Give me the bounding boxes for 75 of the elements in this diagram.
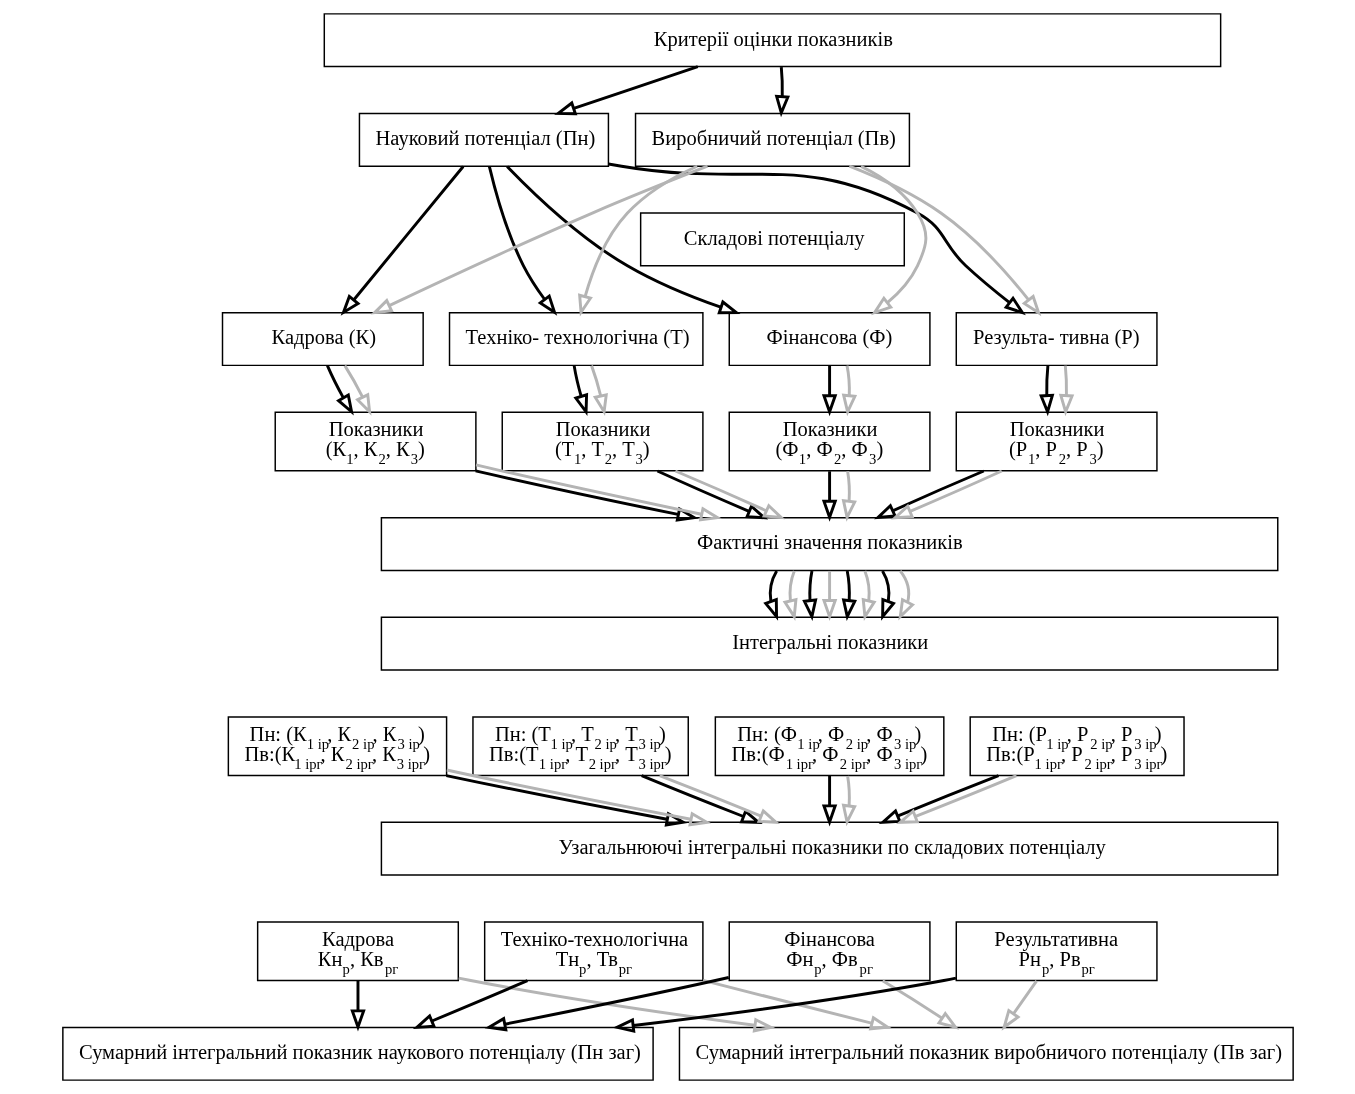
arrow xyxy=(821,365,837,417)
arrow xyxy=(821,570,837,622)
arrow xyxy=(762,570,778,621)
node-box: Фінансова (Ф) xyxy=(728,311,931,367)
arrow xyxy=(577,164,698,317)
node-box: Науковий потенціал (Пн) xyxy=(358,112,609,167)
node-box: Сумарний інтегральний показник виробничого потенціалу (Пв заг) xyxy=(678,1026,1294,1081)
arrow xyxy=(1058,365,1074,417)
arrow xyxy=(607,162,1026,316)
arrow xyxy=(349,980,366,1032)
arrow xyxy=(873,469,984,520)
node-box: Складові потенціалу xyxy=(639,212,905,267)
arrow xyxy=(487,166,557,316)
arrow xyxy=(821,775,837,827)
arrow xyxy=(859,165,927,316)
arrow xyxy=(841,775,857,827)
arrow xyxy=(841,471,857,522)
arrow xyxy=(890,469,1002,520)
arrow xyxy=(774,66,790,118)
arrow xyxy=(445,774,688,827)
arrow xyxy=(553,65,698,116)
arrow xyxy=(656,469,768,520)
node-box: Пн: (К$_{1 ір}$, К$_{2 ір}$, К$_{3 ір}$) Пв:(К$_{1 ірг}$, К$_{2 ірг}$, К$_{3 ірг}$) xyxy=(227,716,447,777)
node-box: Техніко-технологічна Тн$_{р}$, Тв$_{рг}$ xyxy=(483,921,704,982)
arrow xyxy=(841,570,857,622)
arrow xyxy=(702,979,892,1031)
arrow xyxy=(370,164,708,315)
node-box: Інтегральні показники xyxy=(380,616,1278,671)
arrow xyxy=(474,469,699,522)
node-box: Узагальнюючі інтегральні показники по складових потенціалу xyxy=(380,821,1278,876)
arrow xyxy=(880,570,896,621)
arrow xyxy=(1001,980,1038,1031)
node-box: Фінансова Фн$_{р}$, Фв$_{рг}$ xyxy=(728,921,931,982)
node-box: Кадрова (К) xyxy=(221,311,424,367)
node-box: Кадрова Кн$_{р}$, Кв$_{рг}$ xyxy=(256,921,459,982)
arrow xyxy=(1038,365,1054,417)
arrow xyxy=(821,471,837,522)
node-box: Пн: (Т$_{1 ір}$, Т$_{2 ір}$, Т$_{3 ір}$) Пв:(Т$_{1 ірг}$, Т$_{2 ірг}$, Т$_{3 ірг}$) xyxy=(471,716,689,777)
node-box: Результа- тивна (Р) xyxy=(955,311,1158,367)
arrow xyxy=(841,365,857,417)
arrow xyxy=(878,774,999,825)
node-box: Показники (Р$_{1}$, Р$_{2}$, Р$_{3}$) xyxy=(955,411,1158,472)
node-box: Фактичні значення показників xyxy=(380,517,1278,572)
arrow xyxy=(674,469,785,520)
node-box: Критерії оцінки показників xyxy=(323,13,1221,68)
arrow xyxy=(343,364,371,416)
arrow xyxy=(505,165,741,315)
arrow xyxy=(897,570,915,621)
arrow xyxy=(445,768,711,827)
arrow xyxy=(340,165,464,316)
arrow xyxy=(801,570,817,622)
arrow xyxy=(589,365,608,417)
arrow xyxy=(895,774,1017,824)
node-box: Показники (К$_{1}$, К$_{2}$, К$_{3}$) xyxy=(274,411,477,472)
node-box: Показники (Ф$_{1}$, Ф$_{2}$, Ф$_{3}$) xyxy=(728,411,931,472)
arrow xyxy=(881,979,959,1030)
arrow xyxy=(412,979,528,1030)
arrow xyxy=(782,570,798,621)
arrow xyxy=(457,976,775,1033)
arrow xyxy=(484,976,729,1032)
arrow xyxy=(861,570,877,621)
arrow xyxy=(572,365,588,416)
arrow xyxy=(325,365,354,416)
arrow xyxy=(658,774,780,825)
node-box: Техніко- технологічна (Т) xyxy=(448,311,704,367)
node-box: Пн: (Ф$_{1 ір}$, Ф$_{2 ір}$, Ф$_{3 ір}$) Пв:(Ф$_{1 ірг}$, Ф$_{2 ірг}$, Ф$_{3 ірг}$) xyxy=(714,716,945,777)
node-box: Результативна Рн$_{р}$, Рв$_{рг}$ xyxy=(955,921,1158,982)
arrow xyxy=(612,976,956,1033)
arrow xyxy=(848,164,1041,317)
node-box: Виробничий потенціал (Пв) xyxy=(634,112,910,167)
node-box: Пн: (Р$_{1 ір}$, Р$_{2 ір}$, Р$_{3 ір}$) Пв:(Р$_{1 ірг}$, Р$_{2 ірг}$, Р$_{3 ірг}$) xyxy=(968,716,1185,777)
arrow xyxy=(475,463,722,522)
node-box: Показники (Т$_{1}$, Т$_{2}$, Т$_{3}$) xyxy=(501,411,704,472)
node-box: Сумарний інтегральний показник наукового потенціалу (Пн заг) xyxy=(61,1026,654,1081)
arrow xyxy=(640,774,763,824)
